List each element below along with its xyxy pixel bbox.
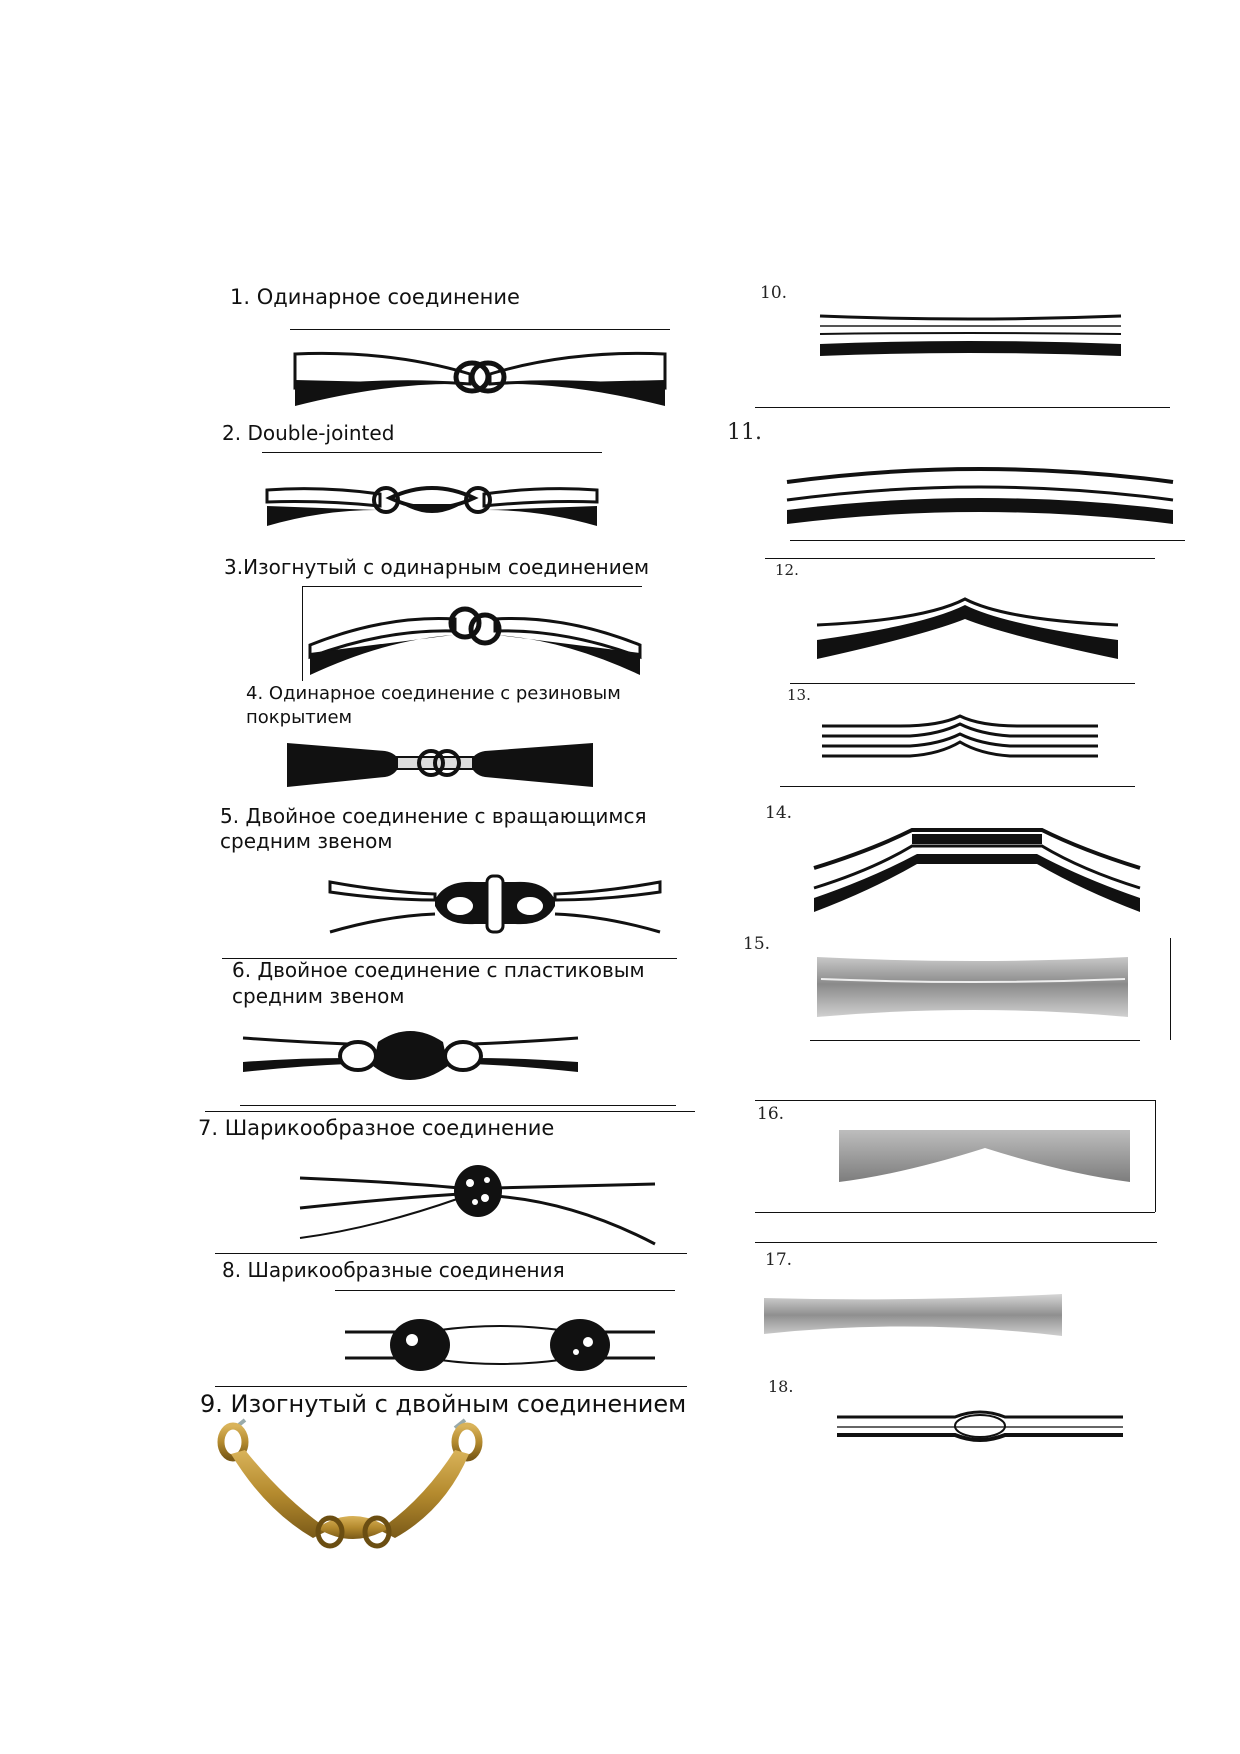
item-7-label: 7. Шарикообразное соединение [198, 1116, 555, 1140]
item-5-label-line2: средним звеном [220, 829, 393, 853]
item-9-label: 9. Изогнутый с двойным соединением [200, 1390, 687, 1418]
item-16-label: 16. [757, 1104, 785, 1124]
tapered-bar-bit-icon [764, 1294, 1062, 1336]
arched-bar-bit-icon [816, 597, 1119, 659]
divider [290, 329, 670, 330]
plastic-link-bit-icon [242, 1031, 579, 1080]
item-3-label: 3.Изогнутый с одинарным соединением [224, 555, 650, 579]
item-6-label-line1: 6. Двойное соединение с пластиковым [232, 958, 645, 982]
divider [755, 1212, 1155, 1213]
item-4-label-line2: покрытием [246, 707, 353, 728]
divider [335, 1290, 675, 1291]
divider [215, 1253, 687, 1254]
divider [1155, 1100, 1156, 1212]
divider [302, 586, 303, 681]
item-13-label: 13. [787, 686, 811, 704]
divider [790, 683, 1135, 684]
ball-joint-bit-icon [299, 1165, 656, 1246]
item-2-label: 2. Double-jointed [222, 421, 395, 445]
divider [205, 1111, 695, 1112]
divider [790, 540, 1185, 541]
divider [302, 586, 642, 587]
mullen-bit-icon [839, 1130, 1130, 1182]
item-17-label: 17. [765, 1250, 793, 1270]
high-port-bar-bit-icon [813, 828, 1141, 912]
curved-single-jointed-bit-icon [308, 606, 642, 675]
straight-bar-bit-icon [819, 314, 1122, 356]
curved-double-jointed-bit-icon [217, 1418, 483, 1549]
divider [755, 407, 1170, 408]
divider [215, 1386, 687, 1387]
divider [810, 1040, 1140, 1041]
item-5-label-line1: 5. Двойное соединение с вращающимся [220, 804, 647, 828]
divider [240, 1105, 676, 1106]
divider [222, 958, 677, 959]
divider [755, 1100, 1155, 1101]
item-10-label: 10. [760, 283, 788, 303]
item-15-label: 15. [743, 934, 771, 954]
double-jointed-bit-icon [265, 486, 599, 526]
item-4-label-line1: 4. Одинарное соединение с резиновым [246, 683, 621, 704]
divider [765, 558, 1155, 559]
divider [780, 786, 1135, 787]
item-11-label: 11. [727, 420, 762, 445]
single-jointed-bit-icon [293, 351, 667, 406]
item-6-label-line2: средним звеном [232, 984, 405, 1008]
item-12-label: 12. [775, 561, 799, 579]
rotating-link-bit-icon [328, 874, 662, 934]
item-14-label: 14. [765, 803, 793, 823]
item-18-label: 18. [768, 1377, 794, 1396]
slightly-curved-bar-bit-icon [786, 467, 1174, 524]
item-1-label: 1. Одинарное соединение [230, 285, 520, 309]
divider [1170, 938, 1171, 1040]
double-ball-joint-bit-icon [345, 1319, 655, 1371]
item-8-label: 8. Шарикообразные соединения [222, 1258, 565, 1282]
divider [262, 452, 602, 453]
thick-straight-bit-icon [817, 957, 1128, 1017]
rubber-single-jointed-bit-icon [287, 743, 593, 787]
low-port-bar-bit-icon [822, 714, 1098, 758]
divider [755, 1242, 1157, 1243]
center-swelled-bar-bit-icon [837, 1410, 1123, 1442]
